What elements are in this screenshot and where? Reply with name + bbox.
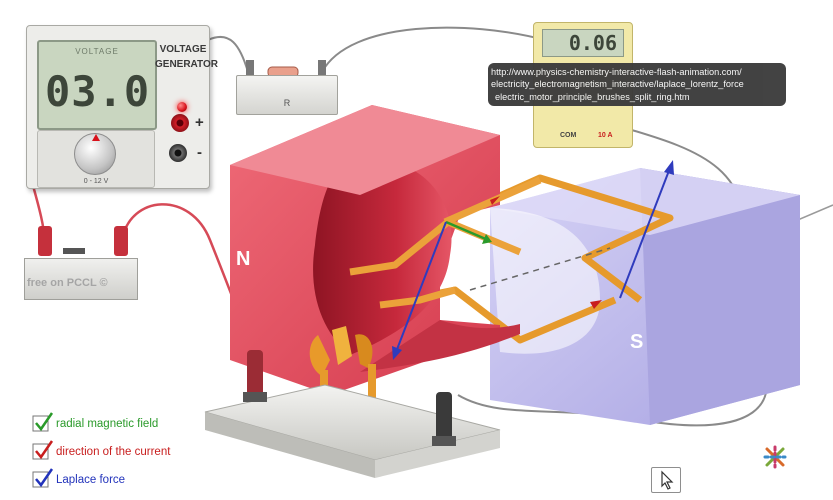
voltage-display-label: VOLTAGE [75,47,119,56]
pointer-cursor-icon [661,470,674,490]
pccl-watermark: free on PCCL © [27,277,108,289]
plus-label: + [195,114,204,131]
rotation-axis [469,247,611,291]
generator-title: VOLTAGE GENERATOR [155,44,218,70]
force-arrow-up [619,160,674,299]
base-board [204,384,501,478]
checkbox-checked-icon[interactable] [32,412,54,434]
ammeter-display: 0.06 [542,29,624,57]
force-arrow-down [392,221,447,360]
ammeter-range-label: 10 A [598,132,613,139]
resistor-label: R [283,98,291,108]
minus-label: - [197,144,202,161]
cursor-button[interactable] [651,467,681,493]
resistor-box: R [236,75,338,115]
voltage-generator: VOLTAGE 03.0 VOLTAGE GENERATOR 0 - 12 V … [26,25,218,189]
negative-terminal-jack[interactable] [169,144,187,162]
south-pole-magnet [490,168,800,425]
ammeter-com-label: COM [560,132,577,139]
positive-terminal-jack[interactable] [171,114,189,132]
pccl-logo-icon[interactable] [762,444,788,470]
terminal-red [243,350,267,402]
checkbox-checked-icon[interactable] [32,468,54,490]
wire-resistor-to-ammeter [321,26,546,73]
tooltip-line-1: http://www.physics-chemistry-interactive… [491,67,742,77]
knob-pointer-icon [92,134,100,141]
voltage-display: VOLTAGE 03.0 [37,40,157,130]
south-pole-label: S [630,331,644,353]
url-tooltip: http://www.physics-chemistry-interactive… [488,63,786,107]
switch-connectors [38,226,128,256]
field-arrow [445,220,492,244]
ammeter-reading: 0.06 [568,31,617,55]
terminal-black [432,392,456,446]
power-led-icon [177,102,187,112]
voltage-reading: 03.0 [45,67,151,116]
checkbox-checked-icon[interactable] [32,440,54,462]
north-pole-label: N [236,248,251,270]
legend-label-field: radial magnetic field [56,418,159,430]
switch[interactable]: free on PCCL © [24,258,138,300]
tooltip-line-3: electric_motor_principle_brushes_split_r… [495,91,690,102]
north-pole-magnet [230,105,520,395]
voltage-range-label: 0 - 12 V [83,178,109,185]
tooltip-line-2: electricity_electromagnetism_interactive… [491,79,744,90]
current-arrow-2 [590,300,602,309]
voltage-knob-panel: 0 - 12 V [37,130,155,188]
wire-generator-to-resistor [207,35,249,73]
current-arrow-1 [490,196,500,205]
legend-label-force: Laplace force [56,474,126,486]
legend-label-current: direction of the current [56,446,171,458]
